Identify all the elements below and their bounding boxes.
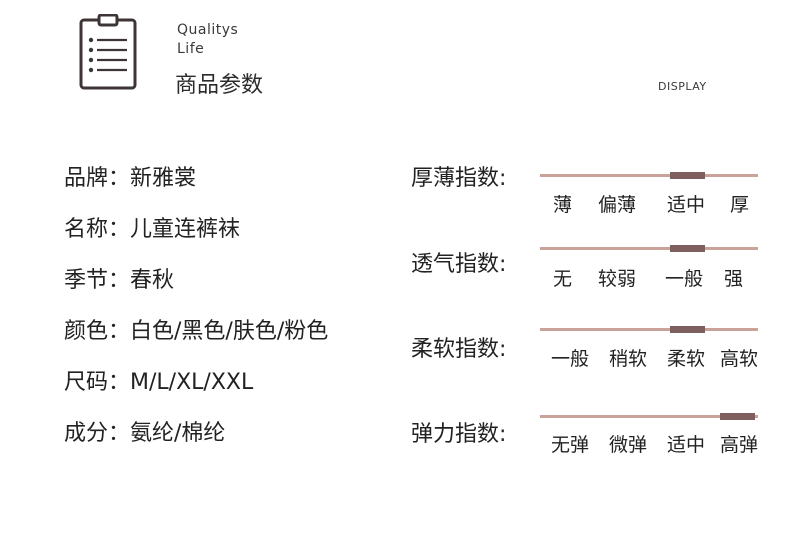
spec-key: 颜色： bbox=[64, 319, 131, 344]
spec-row-size: 尺码：M/L/XL/XXL bbox=[64, 364, 253, 396]
spec-value: 新雅裳 bbox=[130, 166, 197, 191]
index-level: 强 bbox=[724, 268, 744, 290]
spec-key: 品牌： bbox=[64, 166, 131, 191]
index-level-selected: 一般 bbox=[665, 268, 704, 290]
display-tag: DISPLAY bbox=[658, 80, 707, 93]
index-level: 较弱 bbox=[598, 268, 637, 290]
spec-key: 尺码： bbox=[64, 370, 131, 395]
index-level: 一般 bbox=[551, 348, 590, 370]
index-track-elasticity bbox=[540, 413, 758, 420]
spec-row-brand: 品牌：新雅裳 bbox=[64, 160, 196, 192]
spec-value: M/L/XL/XXL bbox=[130, 370, 254, 395]
index-track-thickness bbox=[540, 172, 758, 179]
index-level: 无 bbox=[553, 268, 573, 290]
index-level: 薄 bbox=[553, 194, 573, 216]
index-track-softness bbox=[540, 326, 758, 333]
index-marker-breathability bbox=[670, 245, 705, 252]
index-level: 微弹 bbox=[609, 434, 648, 456]
index-level-selected: 柔软 bbox=[667, 348, 706, 370]
index-level: 稍软 bbox=[609, 348, 648, 370]
spec-row-name: 名称：儿童连裤袜 bbox=[64, 211, 240, 243]
index-label-softness: 柔软指数: bbox=[411, 337, 507, 362]
index-level: 厚 bbox=[730, 194, 750, 216]
index-level: 适中 bbox=[667, 434, 706, 456]
index-marker-thickness bbox=[670, 172, 705, 179]
index-track-breathability bbox=[540, 245, 758, 252]
spec-key: 成分： bbox=[64, 421, 131, 446]
index-label-thickness: 厚薄指数: bbox=[411, 166, 507, 191]
spec-value: 儿童连裤袜 bbox=[130, 217, 241, 242]
tagline-line-1: Qualitys bbox=[177, 22, 239, 38]
spec-key: 季节： bbox=[64, 268, 131, 293]
index-marker-softness bbox=[670, 326, 705, 333]
index-level-selected: 高弹 bbox=[720, 434, 759, 456]
spec-key: 名称： bbox=[64, 217, 131, 242]
spec-value: 氨纶/棉纶 bbox=[130, 421, 226, 446]
section-title: 商品参数 bbox=[175, 73, 264, 98]
index-level-selected: 适中 bbox=[667, 194, 706, 216]
index-label-breathability: 透气指数: bbox=[411, 252, 507, 277]
clipboard-list-icon bbox=[78, 13, 140, 92]
spec-row-material: 成分：氨纶/棉纶 bbox=[64, 415, 225, 447]
index-marker-elasticity bbox=[720, 413, 755, 420]
index-level: 高软 bbox=[720, 348, 759, 370]
index-level: 偏薄 bbox=[598, 194, 637, 216]
spec-row-season: 季节：春秋 bbox=[64, 262, 174, 294]
index-level: 无弹 bbox=[551, 434, 590, 456]
tagline-line-2: Life bbox=[177, 41, 205, 57]
brand-tagline: Qualitys Life bbox=[177, 21, 238, 59]
index-label-elasticity: 弹力指数: bbox=[411, 422, 507, 447]
spec-value: 白色/黑色/肤色/粉色 bbox=[130, 319, 329, 344]
spec-value: 春秋 bbox=[130, 268, 175, 293]
spec-row-color: 颜色：白色/黑色/肤色/粉色 bbox=[64, 313, 328, 345]
